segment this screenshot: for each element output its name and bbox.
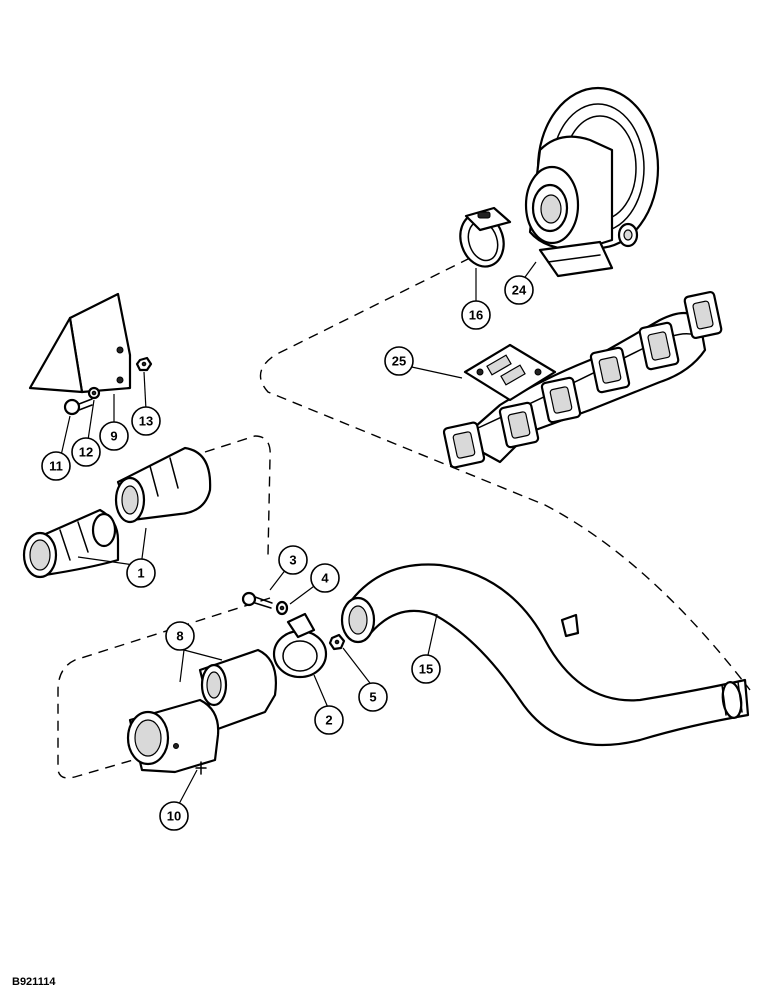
figure-code: B921114 (12, 976, 56, 988)
callout-8: 8 (165, 621, 195, 651)
bolt-3-drawing (241, 591, 273, 609)
svg-text:11: 11 (49, 459, 63, 474)
callout-5: 5 (358, 682, 388, 712)
callout-24: 24 (504, 275, 534, 305)
callout-10: 9 (99, 421, 129, 451)
assembly-line-pipe-upper (204, 435, 271, 556)
svg-text:24: 24 (512, 283, 527, 298)
callout-16: 16 (461, 300, 491, 330)
svg-text:5: 5 (369, 690, 376, 705)
v-band-clamp-drawing (459, 206, 512, 268)
bolt-9-drawing (195, 761, 207, 775)
svg-text:10: 10 (167, 809, 181, 824)
svg-text:3: 3 (289, 553, 296, 568)
callout-12: 12 (71, 437, 101, 467)
nut-5-drawing (328, 633, 346, 651)
exhaust-tube-drawing (340, 563, 750, 747)
callout-1: 1 (126, 558, 156, 588)
svg-text:8: 8 (176, 629, 183, 644)
svg-text:2: 2 (325, 713, 332, 728)
svg-text:4: 4 (321, 571, 329, 586)
svg-text:12: 12 (79, 445, 93, 460)
exhaust-pipe-1-upper-drawing (114, 446, 212, 524)
assembly-line-pipe-lower (57, 597, 271, 779)
callout-13: 13 (131, 406, 161, 436)
callout-4: 4 (310, 563, 340, 593)
turbocharger-drawing (524, 86, 660, 278)
svg-text:16: 16 (469, 308, 483, 323)
washer-12-drawing (87, 386, 101, 400)
svg-text:1: 1 (137, 566, 144, 581)
svg-text:9: 9 (110, 429, 117, 444)
callout-25: 25 (384, 346, 414, 376)
bolt-11-drawing (63, 398, 93, 416)
nut-13-drawing (135, 356, 153, 372)
callout-3: 3 (278, 545, 308, 575)
svg-text:25: 25 (392, 354, 406, 369)
washer-4-drawing (275, 600, 289, 616)
exhaust-pipe-1-lower-drawing (22, 508, 120, 579)
exhaust-pipe-8-drawing (126, 648, 277, 774)
exhaust-manifold-drawing (442, 290, 723, 469)
callout-2: 2 (314, 705, 344, 735)
callout-11: 11 (41, 451, 71, 481)
svg-text:13: 13 (139, 414, 153, 429)
bracket-drawing (28, 292, 132, 394)
callout-9: 10 (159, 801, 189, 831)
svg-text:15: 15 (419, 662, 433, 677)
callout-15: 15 (411, 654, 441, 684)
assembly-line-turbo (259, 257, 751, 691)
clamp-2-drawing (272, 612, 328, 679)
